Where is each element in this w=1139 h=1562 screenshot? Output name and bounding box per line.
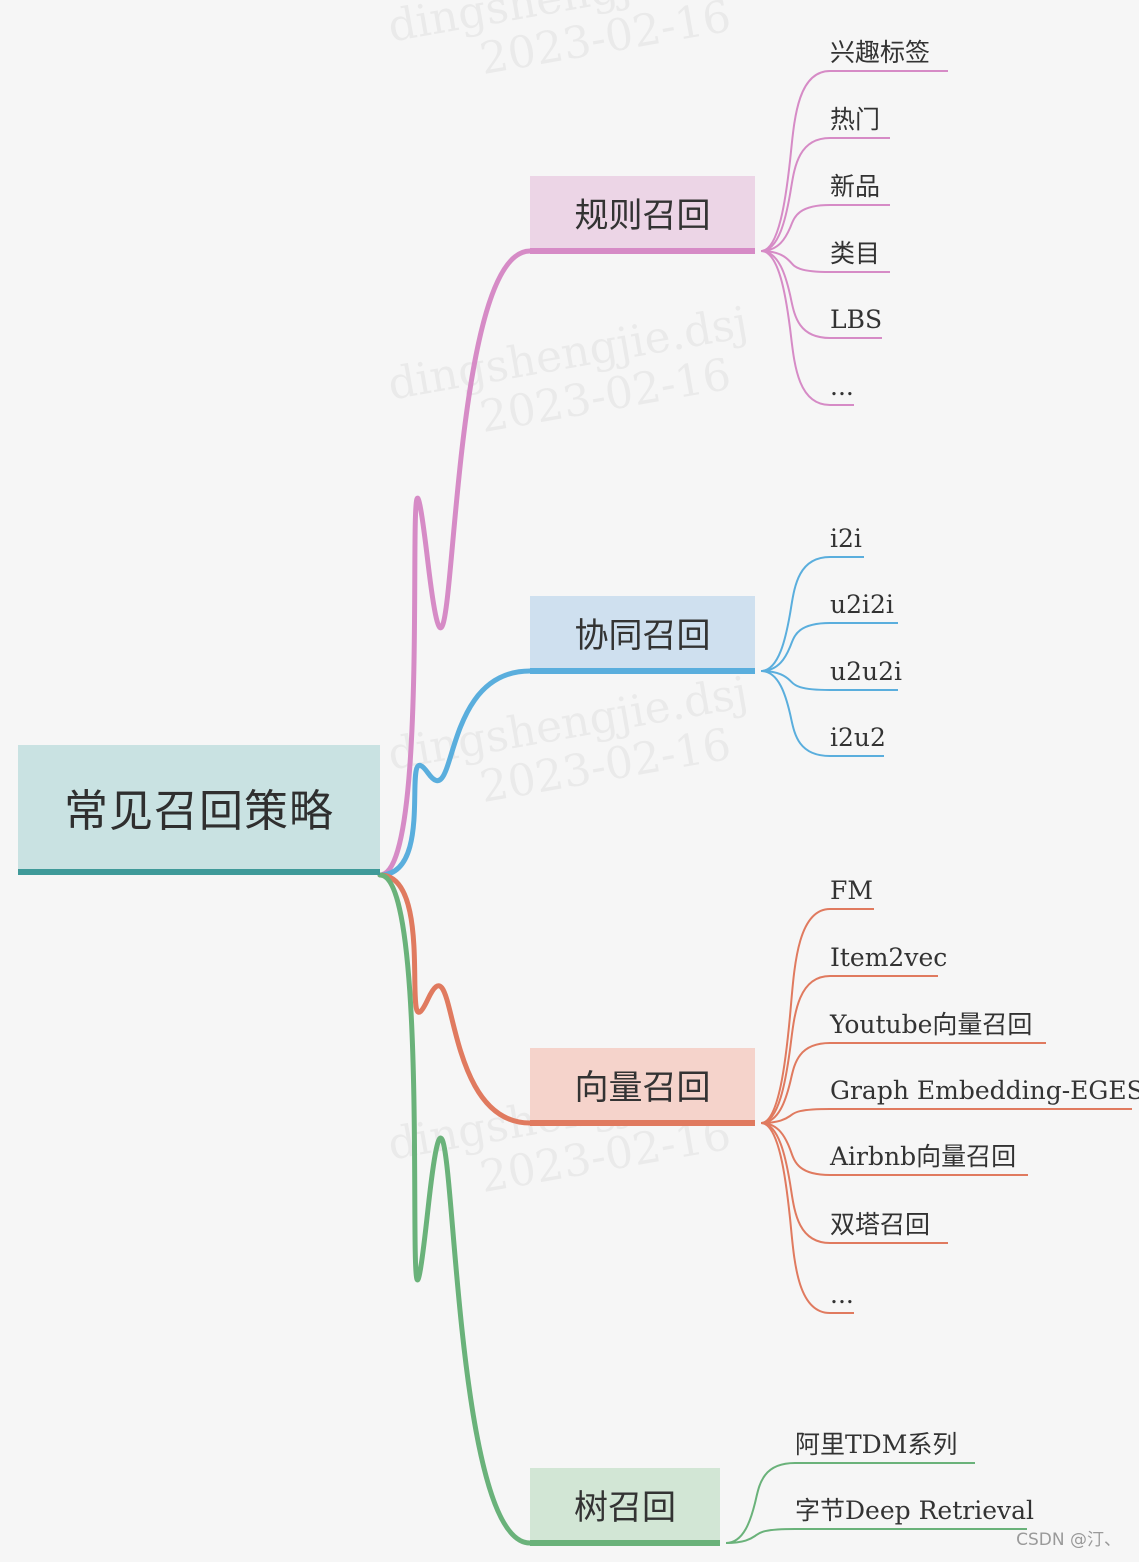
leaf-connector (760, 1122, 948, 1244)
leaf-node[interactable]: LBS (830, 305, 883, 334)
leaf-node[interactable]: Graph Embedding-EGES (830, 1076, 1139, 1105)
leaf-connector (760, 250, 854, 406)
branch-node[interactable]: 树召回 (530, 1468, 720, 1546)
leaf-node[interactable]: 新品 (830, 172, 881, 201)
root-connector (377, 668, 533, 878)
leaf-node[interactable]: i2u2 (830, 723, 886, 752)
leaf-node[interactable]: 双塔召回 (830, 1210, 931, 1239)
leaf-node[interactable]: u2u2i (830, 657, 903, 686)
leaf-connector (760, 250, 890, 273)
leaf-connector (760, 250, 882, 339)
leaf-connector (760, 670, 884, 757)
credit-label: CSDN @汀、 (1016, 1530, 1121, 1550)
leaf-connector (725, 1462, 975, 1544)
leaf-node[interactable]: ... (830, 1280, 854, 1309)
root-connector (377, 872, 533, 1126)
root-connector (377, 248, 533, 878)
leaf-connector (760, 1122, 854, 1314)
leaf-connector (760, 975, 938, 1124)
leaf-node[interactable]: Item2vec (830, 943, 948, 972)
branch-node[interactable]: 规则召回 (530, 176, 755, 254)
leaf-connector (760, 204, 890, 252)
leaf-node[interactable]: FM (830, 876, 873, 905)
branch-node[interactable]: 协同召回 (530, 596, 755, 674)
root-connector (377, 872, 533, 1546)
leaf-node[interactable]: i2i (830, 524, 862, 553)
leaf-node[interactable]: u2i2i (830, 590, 894, 619)
root-node[interactable]: 常见召回策略 (18, 745, 380, 875)
leaf-connector (760, 1122, 1028, 1176)
leaf-connector (760, 622, 898, 672)
leaf-connector (760, 556, 864, 672)
branch-node[interactable]: 向量召回 (530, 1048, 755, 1126)
leaf-node[interactable]: ... (830, 372, 854, 401)
leaf-connector (760, 1108, 1132, 1124)
leaf-node[interactable]: Youtube向量召回 (830, 1010, 1033, 1039)
leaf-node[interactable]: Airbnb向量召回 (830, 1142, 1017, 1171)
leaf-connector (760, 137, 890, 252)
leaf-connector (760, 70, 948, 252)
leaf-connector (760, 1042, 1046, 1124)
leaf-node[interactable]: 兴趣标签 (830, 38, 931, 67)
leaf-connector (760, 908, 874, 1124)
leaf-node[interactable]: 热门 (830, 105, 881, 134)
leaf-node[interactable]: 阿里TDM系列 (795, 1430, 958, 1459)
leaf-node[interactable]: 字节Deep Retrieval (795, 1496, 1035, 1525)
leaf-node[interactable]: 类目 (830, 239, 881, 268)
leaf-connector (725, 1528, 1027, 1544)
leaf-connector (760, 670, 898, 691)
